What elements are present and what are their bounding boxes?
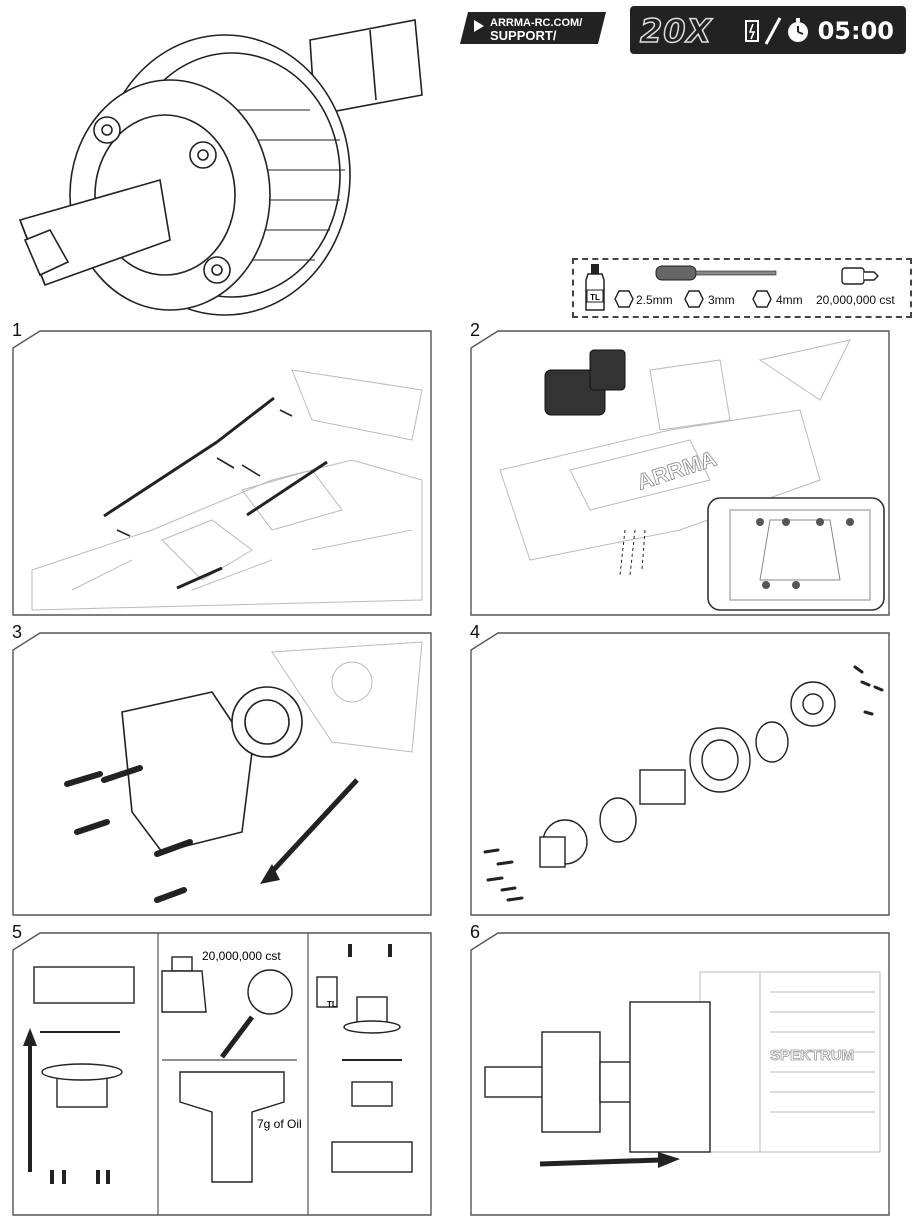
- oil-viscosity-text: 20,000,000 cst: [202, 949, 281, 963]
- rating-timer-badge: 20X 05:00: [630, 6, 906, 54]
- step-2-detail-inset: [707, 497, 885, 611]
- tools-required-box: TL 2.5mm 3mm 4mm 20,000,000 cst: [572, 258, 912, 318]
- threadlock-bottle-icon: TL: [585, 264, 605, 311]
- step-4-number: 4: [470, 622, 481, 642]
- step-2-panel: ARRMA: [470, 330, 890, 616]
- rating-text: 20X: [639, 11, 713, 51]
- time-text: 05:00: [817, 17, 894, 45]
- oil-amount-text: 7g of Oil: [257, 1117, 302, 1131]
- battery-icon: [745, 20, 759, 42]
- step-1-number: 1: [12, 320, 23, 340]
- hex-icon: [614, 290, 634, 308]
- hex-driver-icon: [655, 265, 777, 281]
- step-2-number: 2: [470, 320, 481, 340]
- step-3-panel: [12, 632, 432, 916]
- differential-hero-illustration: [18, 19, 423, 316]
- battery-stopwatch-icons: [745, 17, 808, 45]
- step-6-number: 6: [470, 922, 481, 942]
- motor-brand-text: SPEKTRUM: [770, 1047, 854, 1064]
- support-line2: SUPPORT/: [490, 28, 557, 43]
- step-4-panel: [470, 632, 890, 916]
- hex-4mm-label: 4mm: [776, 293, 803, 307]
- step-5-number: 5: [12, 922, 23, 942]
- step-3-number: 3: [12, 622, 23, 642]
- step-6-panel: SPEKTRUM: [470, 932, 890, 1216]
- hex-icon: [752, 290, 772, 308]
- svg-text:TL: TL: [590, 293, 600, 302]
- step-1-panel: [12, 330, 432, 616]
- oil-bottle-icon: [841, 267, 879, 285]
- threadlock-label: TL: [327, 1000, 337, 1009]
- oil-viscosity-label: 20,000,000 cst: [816, 293, 895, 307]
- support-line1: ARRMA-RC.COM/: [490, 17, 582, 29]
- step-5-panel: 20,000,000 cst 7g of Oil TL: [12, 932, 432, 1216]
- hex-icon: [684, 290, 704, 308]
- hex-3mm-label: 3mm: [708, 293, 735, 307]
- support-badge[interactable]: ARRMA-RC.COM/ SUPPORT/: [458, 8, 610, 48]
- hex-2-5mm-label: 2.5mm: [636, 293, 673, 307]
